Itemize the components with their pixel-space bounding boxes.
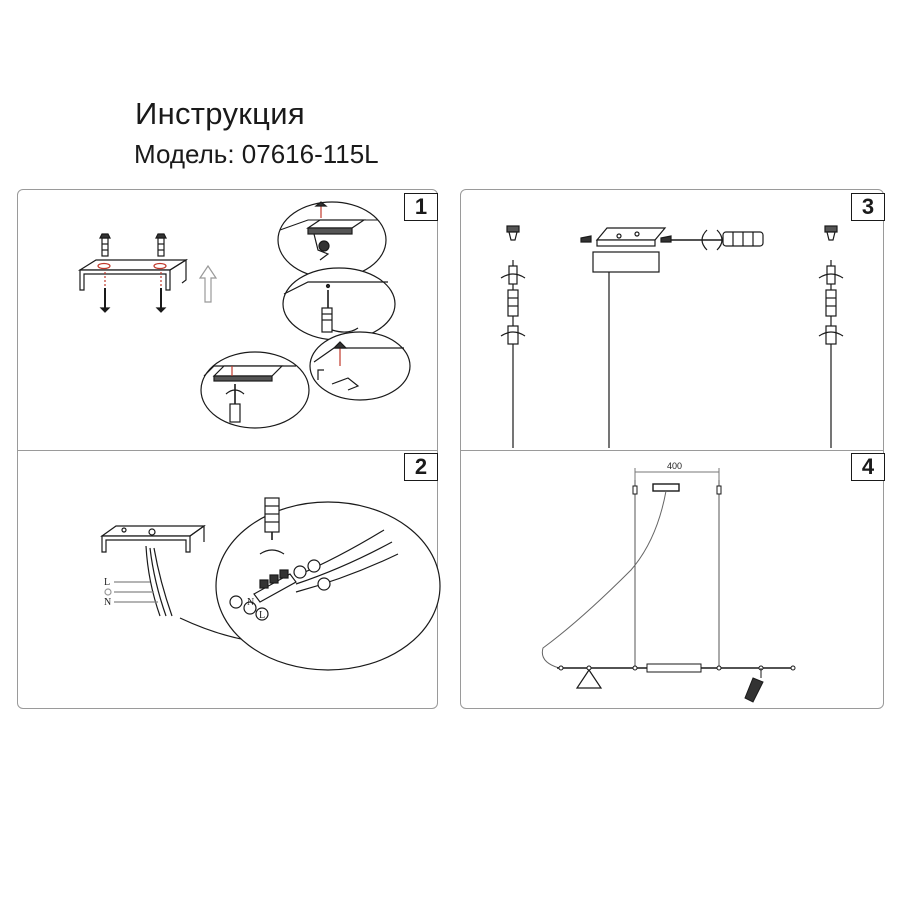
wire-label-l: L xyxy=(104,577,110,588)
dimension-line xyxy=(634,468,720,480)
model-number: Модель: 07616-115L xyxy=(134,139,379,169)
mounting-bracket xyxy=(77,258,189,291)
right-instruction-panel: 3 4 xyxy=(460,189,885,709)
cone-lamp xyxy=(575,668,603,689)
power-cord xyxy=(541,490,667,669)
supply-wires xyxy=(104,545,173,617)
terminal-label-l: L xyxy=(259,610,265,621)
step-4-illustration: 400 xyxy=(541,461,796,703)
wall-anchor-right xyxy=(155,233,167,257)
detail-circle-bracket-top xyxy=(277,201,387,279)
canopy-bracket xyxy=(100,524,206,553)
step-3-illustration xyxy=(500,225,844,448)
terminal-label-n: N xyxy=(247,597,254,608)
page-title: Инструкция xyxy=(135,96,305,131)
detail-circle-anchor xyxy=(309,331,411,401)
ceiling-canopy xyxy=(652,483,680,492)
detail-circle-screw xyxy=(200,351,310,429)
step-number-3: 3 xyxy=(851,193,885,221)
spot-lamp xyxy=(744,668,764,703)
wire-label-n: N xyxy=(104,597,111,608)
step-1-illustration xyxy=(77,201,411,429)
step-number-4: 4 xyxy=(851,453,885,481)
panel-divider xyxy=(461,450,883,451)
light-bar xyxy=(557,663,796,673)
step-number-2: 2 xyxy=(404,453,438,481)
panel-divider xyxy=(18,450,437,451)
dimension-label: 400 xyxy=(667,461,682,471)
up-arrow-icon xyxy=(198,264,218,303)
detail-circle-drill xyxy=(282,267,396,341)
suspension-cable-right xyxy=(818,225,844,448)
screw-right xyxy=(155,288,167,313)
suspension-cable-left xyxy=(500,225,526,448)
left-instruction-panel: 1 2 xyxy=(17,189,441,709)
screwdriver-icon xyxy=(671,229,764,251)
step-number-1: 1 xyxy=(404,193,438,221)
step-2-illustration: L N N L xyxy=(100,497,441,671)
wall-anchor-left xyxy=(99,233,111,257)
terminal-block-detail xyxy=(215,497,441,671)
screw-left xyxy=(99,288,111,313)
canopy xyxy=(580,227,672,448)
